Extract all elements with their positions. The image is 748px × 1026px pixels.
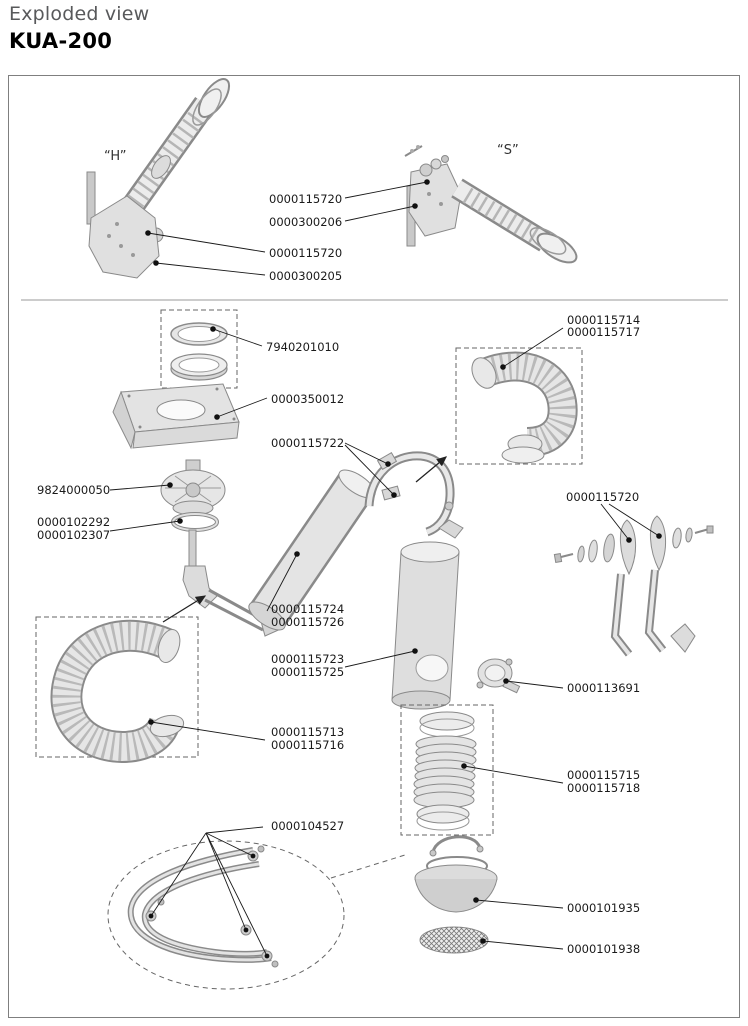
variant-label-h: “H” (104, 149, 126, 164)
arrow-to-upper-hose (415, 456, 447, 483)
diagram-frame: “H” “S” 0000115720 0000300206 0000115720… (8, 75, 740, 1018)
part-hood-drawing (112, 383, 240, 450)
variant-label-s: “S” (497, 143, 519, 158)
page-title: KUA-200 (9, 29, 113, 53)
callout-leader-lines (109, 181, 660, 957)
callout-leader-dots (145, 179, 662, 959)
callout-motor: 9824000050 (37, 483, 110, 497)
callout-s-bracket: 0000300206 (269, 215, 342, 229)
page-subtitle: Exploded view (9, 3, 150, 25)
callout-arm-tube-2: 0000115726 (271, 615, 344, 629)
callout-wall-fixings: 0000115720 (566, 490, 639, 504)
part-hose-upper-drawing (455, 347, 583, 465)
callout-arm-tube-1: 0000115724 (271, 602, 344, 616)
callout-h-bracket: 0000300205 (269, 269, 342, 283)
part-arm-tube-drawing (248, 469, 376, 631)
callout-bellows-1: 0000115715 (567, 768, 640, 782)
callout-clamp: 0000113691 (567, 681, 640, 695)
callout-hose-lower-1: 0000115713 (271, 725, 344, 739)
callout-hose-upper-1: 0000115714 (567, 313, 640, 327)
part-clamp-drawing (476, 658, 521, 694)
callout-riser-tube-2: 0000115725 (271, 665, 344, 679)
callout-funnel: 0000101935 (567, 901, 640, 915)
callout-bellows-2: 0000115718 (567, 781, 640, 795)
part-riser-tube-drawing (391, 541, 460, 710)
part-support-bracket-drawing (364, 451, 464, 539)
assembly-s-drawing (404, 145, 578, 264)
callout-ring-1: 0000102292 (37, 515, 110, 529)
part-motor-drawing (160, 459, 226, 516)
page-header: Exploded view KUA-200 (9, 3, 149, 53)
part-bellows-drawing (400, 704, 494, 836)
arrow-to-arm (162, 595, 207, 623)
part-clamp-rings-drawing (160, 309, 238, 389)
callout-riser-tube-1: 0000115723 (271, 652, 344, 666)
part-wall-fixings-drawing (553, 515, 714, 657)
assembly-h-drawing (86, 78, 231, 279)
callout-hose-lower-2: 0000115716 (271, 738, 344, 752)
callout-support-bracket: 0000115722 (271, 436, 344, 450)
part-hose-lower-drawing (35, 616, 199, 764)
part-frame-drawing (107, 840, 406, 990)
callout-hood: 0000350012 (271, 392, 344, 406)
part-mesh-disc-drawing (419, 926, 489, 954)
exploded-view-drawing: “H” “S” 0000115720 0000300206 0000115720… (21, 78, 728, 990)
callout-clamp-rings: 7940201010 (266, 340, 339, 354)
callout-h-washer: 0000115720 (269, 246, 342, 260)
callout-mesh-disc: 0000101938 (567, 942, 640, 956)
part-funnel-drawing (414, 835, 498, 913)
callout-hose-upper-2: 0000115717 (567, 325, 640, 339)
callout-s-washer: 0000115720 (269, 192, 342, 206)
callout-frame: 0000104527 (271, 819, 344, 833)
callout-ring-2: 0000102307 (37, 528, 110, 542)
